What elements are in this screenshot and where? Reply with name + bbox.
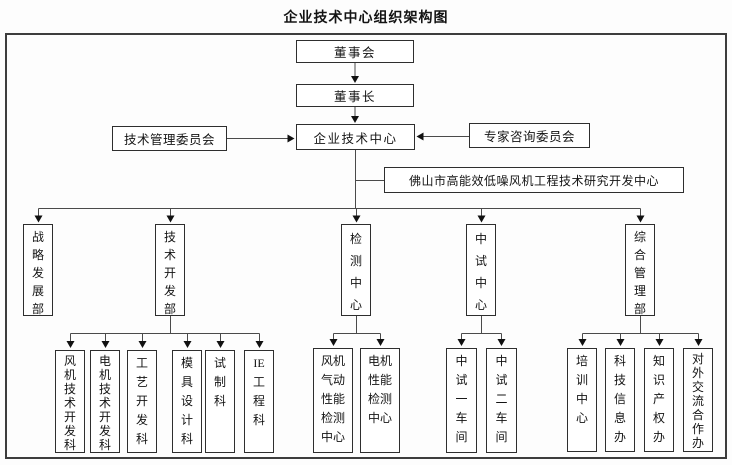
org-node-fan-aero-testing-center: 风机气动性能检测中心	[313, 348, 353, 453]
org-node-process-dev-section: 工艺开发科	[127, 350, 157, 453]
org-node-chairman: 董事长	[296, 84, 414, 107]
org-node-external-cooperation-office: 对外交流合作办	[683, 348, 713, 452]
org-node-motor-tech-dev-section: 电机技术开发科	[90, 350, 120, 453]
org-node-foshan-rd-center: 佛山市高能效低噪风机工程技术研究开发中心	[384, 167, 684, 193]
org-node-testing-center: 检测中心	[341, 224, 371, 316]
org-node-mold-design-section: 模具设计科	[172, 350, 202, 453]
org-node-tech-info-office: 科技信息办	[605, 348, 635, 452]
org-node-pilot-workshop-1: 中试一车间	[446, 348, 477, 453]
org-node-ie-engineering-section: IE工程科	[244, 350, 274, 453]
org-node-fan-tech-dev-section: 风机技术开发科	[55, 350, 85, 453]
org-node-tech-dev-dept: 技术开发部	[155, 224, 185, 316]
chart-frame	[5, 33, 727, 459]
org-node-general-mgmt-dept: 综合管理部	[625, 224, 655, 316]
org-node-ip-office: 知识产权办	[644, 348, 674, 452]
org-node-training-center: 培训中心	[567, 348, 597, 452]
page-title: 企业技术中心组织架构图	[283, 11, 449, 26]
org-node-trial-production-section: 试制科	[205, 350, 235, 453]
org-node-motor-perf-testing-center: 电机性能检测中心	[360, 348, 400, 453]
org-node-pilot-workshop-2: 中试二车间	[486, 348, 517, 453]
org-node-tech-center: 企业技术中心	[296, 124, 415, 150]
org-node-strategy-dev-dept: 战略发展部	[23, 224, 53, 316]
org-node-tech-mgmt-committee: 技术管理委员会	[112, 126, 227, 151]
org-node-board: 董事会	[296, 40, 414, 63]
org-node-expert-advisory-committee: 专家咨询委员会	[469, 123, 590, 148]
org-node-pilot-center: 中试中心	[466, 224, 496, 316]
